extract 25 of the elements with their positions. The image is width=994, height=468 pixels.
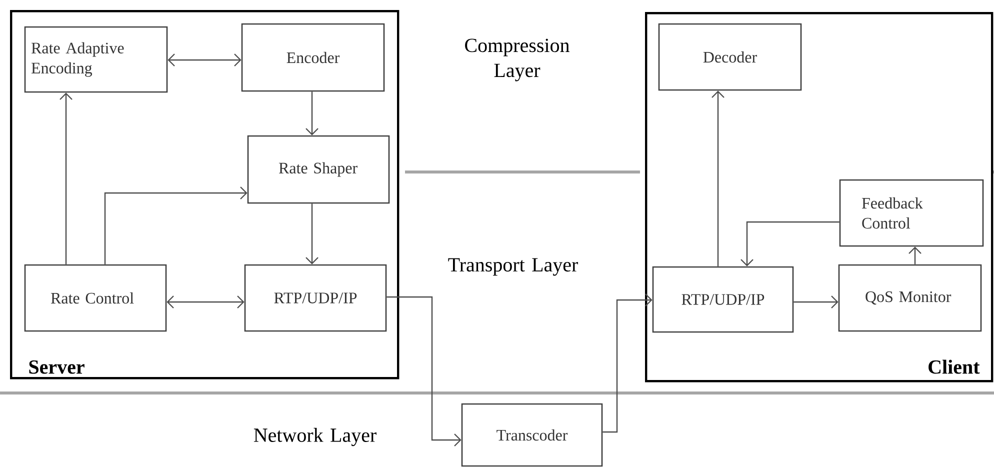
arrow bbox=[740, 221, 840, 266]
process-box: RTP/UDP/IP bbox=[652, 266, 794, 333]
arrow bbox=[60, 92, 72, 264]
arrow bbox=[306, 204, 318, 264]
process-box: QoS Monitor bbox=[838, 264, 982, 332]
arrow bbox=[602, 294, 652, 433]
process-box: Transcoder bbox=[461, 403, 603, 467]
arrow bbox=[166, 296, 244, 308]
process-box: RTP/UDP/IP bbox=[244, 264, 387, 332]
process-box: Rate Adaptive Encoding bbox=[24, 26, 168, 93]
arrow bbox=[168, 54, 242, 66]
arrow bbox=[306, 92, 318, 136]
layer-label: Transport Layer bbox=[448, 258, 578, 276]
arrow bbox=[908, 246, 922, 264]
arrow bbox=[794, 296, 838, 308]
arrow bbox=[386, 296, 462, 446]
layer-label: Network Layer bbox=[254, 428, 376, 446]
process-box: Encoder bbox=[241, 23, 385, 92]
process-box: Rate Control bbox=[24, 264, 167, 332]
process-box: Rate Shaper bbox=[247, 135, 390, 204]
process-box: Feedback Control bbox=[839, 179, 984, 247]
layer-label: Compression Layer bbox=[465, 38, 570, 82]
process-box: Decoder bbox=[658, 23, 802, 91]
arrow bbox=[712, 90, 724, 266]
arrow bbox=[104, 186, 248, 264]
